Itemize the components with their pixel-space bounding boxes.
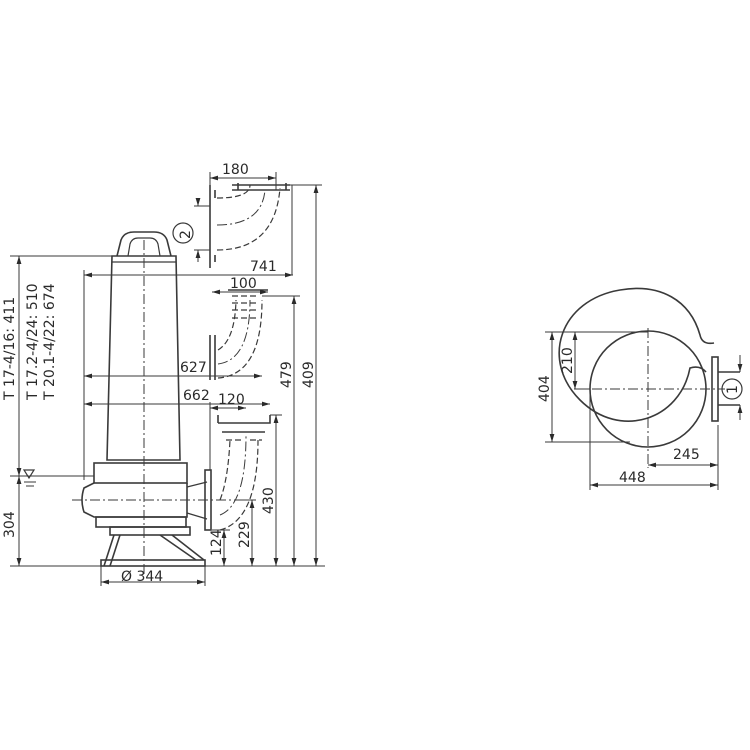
side-labels: T 17-4/16: 411 T 17.2-4/24: 510 T 20.1-4… bbox=[2, 162, 317, 585]
width-741-label: 741 bbox=[250, 259, 277, 275]
callout-2-circle bbox=[172, 222, 194, 244]
width-627-label: 627 bbox=[180, 360, 207, 376]
height-430-label: 430 bbox=[261, 487, 277, 514]
dim-245-label: 245 bbox=[673, 447, 700, 463]
height-479-label: 479 bbox=[279, 361, 295, 388]
callout-1-label: 1 bbox=[725, 385, 741, 394]
stand-base bbox=[100, 559, 206, 567]
side-dimensions bbox=[10, 172, 325, 586]
dim-404-label: 404 bbox=[537, 375, 553, 402]
width-662-label: 662 bbox=[183, 388, 210, 404]
width-180-label: 180 bbox=[222, 162, 249, 178]
water-level-icon bbox=[22, 469, 36, 480]
height-409-label: 409 bbox=[301, 361, 317, 388]
discharge-flange bbox=[204, 469, 212, 531]
width-100-label: 100 bbox=[230, 276, 257, 292]
height-124-label: 124 bbox=[209, 529, 225, 556]
elbow-bottom bbox=[217, 415, 271, 531]
height-label-t1: T 17-4/16: 411 bbox=[2, 297, 18, 401]
height-229-label: 229 bbox=[237, 521, 253, 548]
height-label-t2: T 17.2-4/24: 510 bbox=[25, 283, 41, 401]
water-offset-label: 304 bbox=[2, 511, 18, 538]
elbow-middle bbox=[209, 289, 268, 380]
top-labels: 404 210 245 448 1 bbox=[537, 347, 741, 486]
pump-top-view bbox=[545, 287, 743, 490]
callout-2-label: 2 bbox=[178, 230, 194, 239]
stand-leg-left bbox=[103, 534, 121, 567]
base-diameter-label: Ø 344 bbox=[121, 569, 163, 585]
motor-housing bbox=[106, 255, 181, 461]
volute bbox=[81, 482, 188, 518]
elbow-top bbox=[209, 183, 290, 268]
dim-448-label: 448 bbox=[619, 470, 646, 486]
lifting-handle bbox=[116, 231, 172, 257]
pump-casing-top bbox=[93, 462, 188, 484]
dim-210-label: 210 bbox=[560, 347, 576, 374]
width-120-label: 120 bbox=[218, 392, 245, 408]
volute-outline bbox=[558, 287, 715, 422]
height-label-t3: T 20.1-4/22: 674 bbox=[42, 283, 58, 401]
stand-leg-right bbox=[159, 534, 205, 561]
